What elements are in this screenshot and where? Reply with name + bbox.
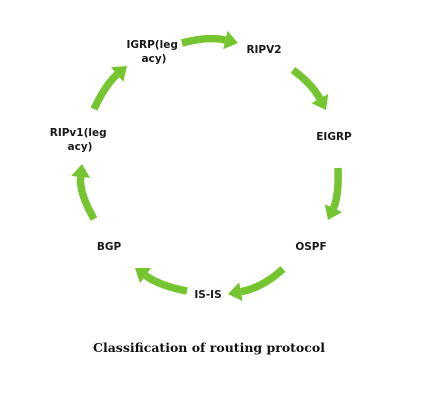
- node-bgp: BGP: [97, 241, 122, 253]
- arrow-ospf-to-is-is-body: [240, 266, 286, 296]
- arrow-ospf-to-is-is-head: [228, 282, 243, 302]
- cycle-arrows: [71, 30, 343, 302]
- node-eigrp: EIGRP: [316, 131, 352, 143]
- node-bgp-line-1: BGP: [97, 241, 122, 253]
- arrow-is-is-to-bgp-body: [143, 272, 188, 295]
- node-is-is-line-1: IS-IS: [194, 289, 221, 301]
- arrow-is-is-to-bgp-head: [135, 267, 152, 284]
- arrow-ripv1-to-igrp-head: [110, 66, 127, 82]
- node-is-is: IS-IS: [194, 289, 221, 301]
- arrow-igrp-to-ripv2-body: [181, 34, 227, 47]
- node-ripv2: RIPV2: [246, 44, 281, 56]
- arrow-bgp-to-ripv1-body: [76, 176, 98, 221]
- node-ripv1-line-2: acy): [68, 141, 93, 153]
- node-ripv2-line-1: RIPV2: [246, 44, 281, 56]
- arrow-ripv2-to-eigrp-head: [311, 94, 329, 110]
- arrow-eigrp-to-ospf-body: [329, 167, 342, 210]
- arrow-igrp-to-ripv2-head: [223, 30, 238, 50]
- diagram-caption: Classification of routing protocol: [93, 340, 325, 355]
- node-igrp-legacy: IGRP(leg acy): [127, 39, 182, 65]
- node-ripv1-legacy: RIPv1(leg acy): [50, 127, 111, 153]
- arrow-bgp-to-ripv1-head: [71, 164, 91, 178]
- arrow-eigrp-to-ospf-head: [324, 204, 343, 220]
- node-ripv1-line-1: RIPv1(leg: [50, 127, 107, 139]
- node-ospf: OSPF: [295, 241, 326, 253]
- node-igrp-line-2: acy): [142, 53, 167, 65]
- arrow-ripv2-to-eigrp-body: [290, 66, 324, 101]
- node-igrp-line-1: IGRP(leg: [127, 39, 178, 51]
- node-ospf-line-1: OSPF: [295, 241, 326, 253]
- arrow-ripv1-to-igrp-body: [90, 71, 120, 111]
- node-eigrp-line-1: EIGRP: [316, 131, 352, 143]
